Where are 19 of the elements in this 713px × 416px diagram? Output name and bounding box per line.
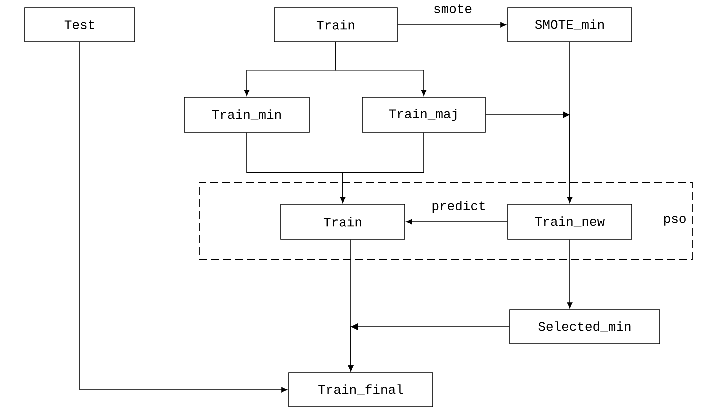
arrow (336, 42, 427, 96)
arrow (567, 240, 573, 309)
process-box: Selected_min (510, 310, 660, 344)
edge-label: smote (432, 4, 474, 14)
process-box: Train_maj (362, 97, 486, 133)
process-box: Train (280, 204, 406, 240)
process-box: SMOTE_min (508, 8, 632, 42)
process-box: Train_min (184, 97, 310, 133)
arrow (80, 42, 288, 393)
process-box: Train_new (508, 204, 632, 240)
process-box: Train_final (288, 372, 434, 408)
process-box: Train (274, 8, 398, 42)
arrow (398, 22, 507, 28)
arrow (348, 240, 354, 372)
arrow (340, 132, 424, 204)
process-box: Test (24, 8, 136, 42)
arrow (406, 219, 508, 225)
edge-label: predict (430, 200, 488, 214)
arrow (567, 42, 573, 204)
